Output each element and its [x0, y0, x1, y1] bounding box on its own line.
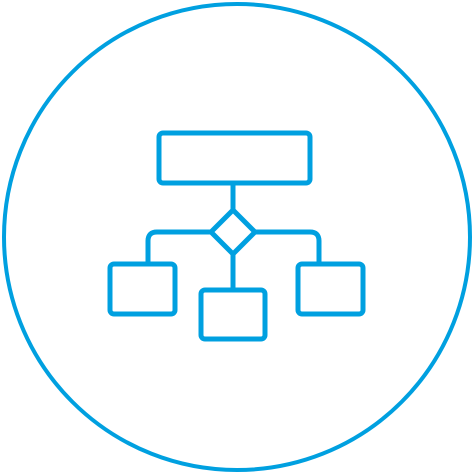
diagram-lines — [107, 130, 366, 342]
right-process-box — [295, 261, 366, 317]
top-process-box — [156, 130, 313, 186]
right-branch-connector — [252, 229, 322, 267]
decision-diamond — [208, 207, 258, 257]
center-process-box — [198, 287, 268, 342]
left-branch-connector — [145, 229, 214, 267]
left-process-box — [107, 261, 178, 317]
